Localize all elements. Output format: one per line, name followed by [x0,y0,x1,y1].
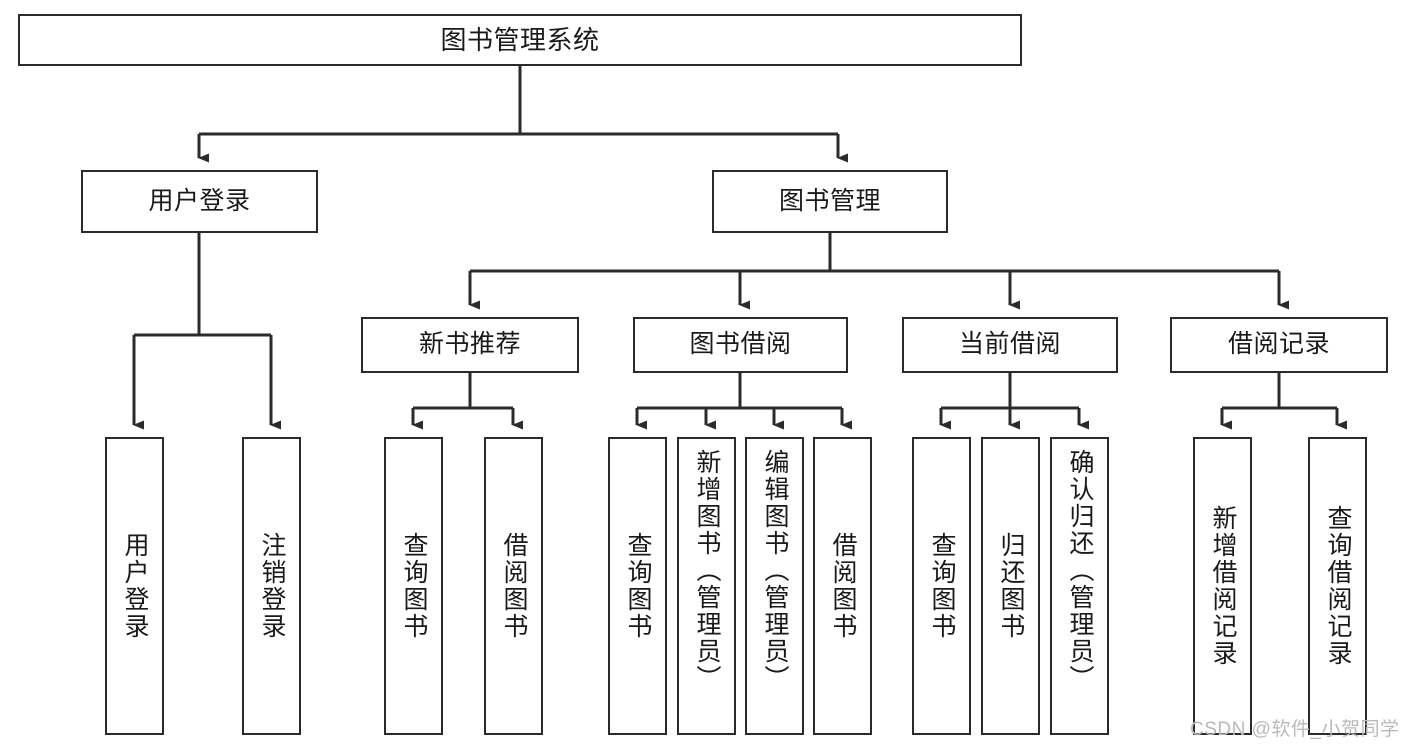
node-leaf-query-book-3-label: 查询图书 [928,532,956,640]
node-book-borrow-label: 图书借阅 [689,330,792,359]
node-new-book-recommend-label: 新书推荐 [418,330,521,359]
node-book-manage[interactable]: 图书管理 [712,170,948,233]
node-book-borrow[interactable]: 图书借阅 [633,317,848,373]
node-leaf-user-logout[interactable]: 注销登录 [242,437,301,735]
node-current-borrow-label: 当前借阅 [958,330,1061,359]
node-borrow-record[interactable]: 借阅记录 [1170,317,1388,373]
node-leaf-user-login-label: 用户登录 [121,532,149,640]
node-root-label: 图书管理系统 [440,24,600,55]
node-leaf-query-book-1[interactable]: 查询图书 [384,437,443,735]
node-book-manage-label: 图书管理 [778,186,881,215]
node-leaf-borrow-book-1[interactable]: 借阅图书 [484,437,543,735]
node-leaf-confirm-return-label: 确认归还（管理员） [1066,449,1094,692]
node-leaf-query-book-3[interactable]: 查询图书 [912,437,971,735]
node-user-login[interactable]: 用户登录 [81,170,318,233]
node-leaf-user-login[interactable]: 用户登录 [105,437,164,735]
node-leaf-return-book[interactable]: 归还图书 [981,437,1040,735]
node-leaf-edit-book-label: 编辑图书（管理员） [761,449,789,692]
node-borrow-record-label: 借阅记录 [1227,330,1330,359]
node-leaf-borrow-book-2[interactable]: 借阅图书 [813,437,872,735]
node-leaf-borrow-book-1-label: 借阅图书 [500,532,528,640]
node-user-login-label: 用户登录 [148,186,251,215]
node-leaf-query-book-1-label: 查询图书 [400,532,428,640]
csdn-watermark: CSDN @软件_小贺同学 [1190,719,1400,740]
node-root[interactable]: 图书管理系统 [18,14,1022,66]
node-new-book-recommend[interactable]: 新书推荐 [361,317,579,373]
node-leaf-add-book-label: 新增图书（管理员） [693,449,721,692]
node-leaf-edit-book[interactable]: 编辑图书（管理员） [745,437,804,735]
node-leaf-query-record-label: 查询借阅记录 [1324,505,1352,667]
node-leaf-borrow-book-2-label: 借阅图书 [829,532,857,640]
node-leaf-user-logout-label: 注销登录 [258,532,286,640]
node-current-borrow[interactable]: 当前借阅 [902,317,1118,373]
node-leaf-query-book-2-label: 查询图书 [624,532,652,640]
node-leaf-add-record-label: 新增借阅记录 [1209,505,1237,667]
node-leaf-add-book[interactable]: 新增图书（管理员） [677,437,736,735]
node-leaf-return-book-label: 归还图书 [997,532,1025,640]
node-leaf-confirm-return[interactable]: 确认归还（管理员） [1050,437,1109,735]
node-leaf-add-record[interactable]: 新增借阅记录 [1193,437,1252,735]
node-leaf-query-record[interactable]: 查询借阅记录 [1308,437,1367,735]
node-leaf-query-book-2[interactable]: 查询图书 [608,437,667,735]
